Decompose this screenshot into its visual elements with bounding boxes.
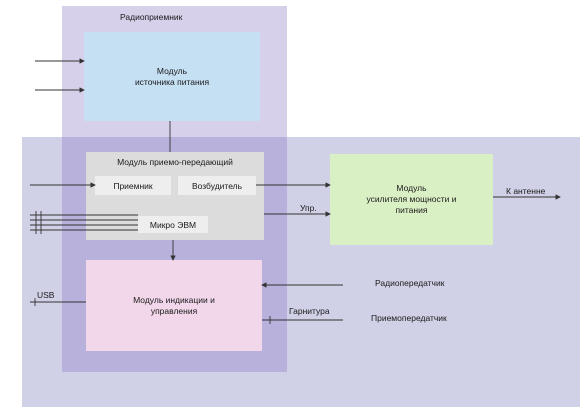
transmitter-title: Радиопередатчик (375, 278, 445, 288)
headset-label: Гарнитура (289, 306, 330, 316)
pa-label-line3: питания (395, 205, 428, 215)
usb-label: USB (37, 290, 55, 300)
receiver-block: Приемник (95, 176, 171, 195)
power-supply-module: Модуль источника питания (84, 32, 260, 121)
antenna-label: К антенне (506, 186, 546, 196)
receiver-title: Радиоприемник (120, 12, 183, 22)
psu-label-line2: источника питания (134, 76, 210, 87)
pa-label-line1: Модуль (396, 183, 427, 193)
ind-label-line1: Модуль индикации и (133, 294, 215, 305)
pa-label-line2: усилителя мощности и (366, 194, 457, 204)
trx-title: Модуль приемо-передающий (117, 157, 233, 167)
ind-label-line2: управления (150, 305, 198, 316)
exciter-block: Возбудитель (178, 176, 256, 195)
psu-label-line1: Модуль (156, 65, 188, 76)
indication-control-module: Модуль индикации и управления (86, 260, 262, 351)
transceiver-title: Приемопередатчик (371, 313, 447, 323)
control-signal-label: Упр. (300, 203, 317, 213)
power-amplifier-module: Модуль усилителя мощности и питания (330, 154, 493, 245)
microcomputer-block: Микро ЭВМ (138, 216, 208, 233)
